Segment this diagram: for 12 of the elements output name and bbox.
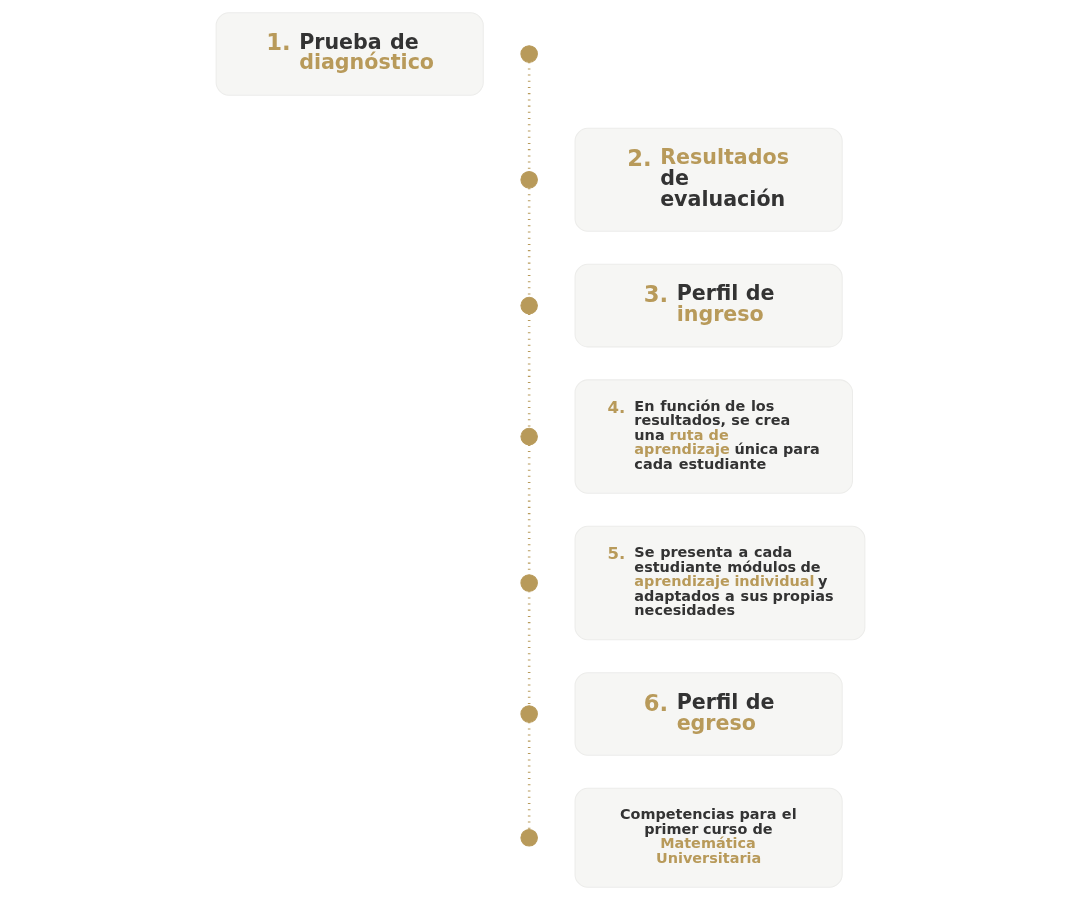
node-circle [519,427,538,446]
connector [527,591,530,706]
node-circle [519,705,538,723]
node-circle [519,45,538,63]
node-circle [519,296,538,315]
connector [527,188,530,298]
node-circle [519,574,538,592]
connector [527,313,530,429]
node-circle [519,171,538,189]
connector [527,62,530,172]
node-circle [519,829,538,847]
connector [527,722,530,830]
